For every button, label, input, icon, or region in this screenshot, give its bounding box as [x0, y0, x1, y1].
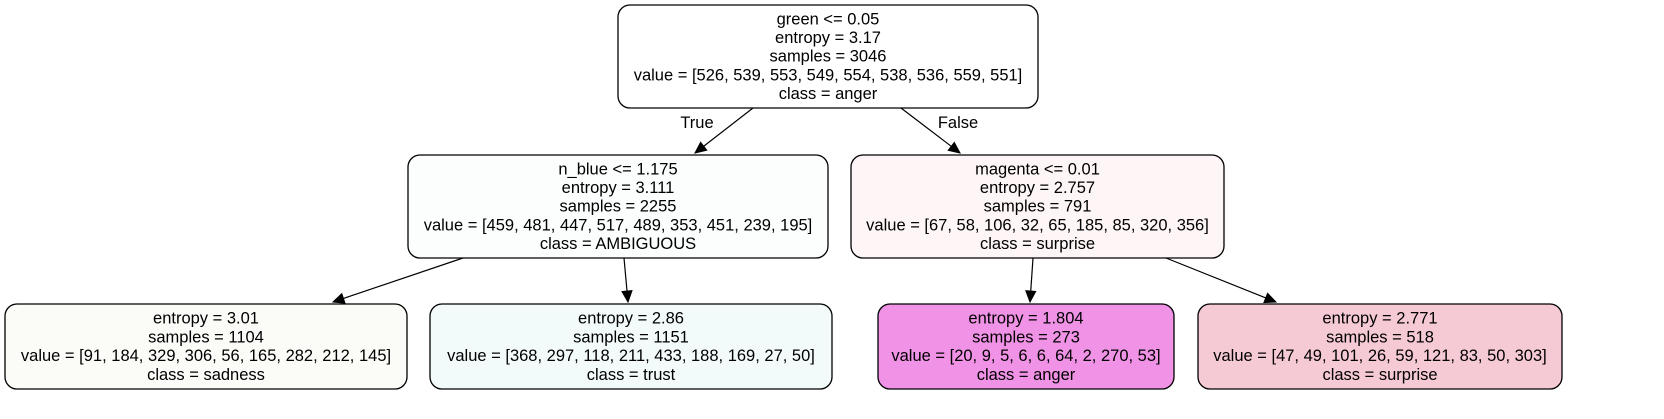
edge-root-n1: True	[680, 107, 754, 154]
node-line: entropy = 3.111	[562, 179, 675, 197]
edge-n1-n4	[621, 257, 633, 304]
arrowhead	[694, 141, 708, 154]
edge-n2-n6	[1165, 257, 1278, 304]
node-line: class = trust	[587, 366, 676, 384]
node-line: entropy = 3.17	[775, 29, 881, 47]
node-line: green <= 0.05	[777, 10, 880, 28]
node-line: entropy = 2.757	[980, 179, 1095, 197]
edge-label-false: False	[938, 114, 978, 132]
node-line: entropy = 2.86	[578, 310, 684, 328]
node-line: samples = 2255	[560, 198, 677, 216]
arrowhead	[621, 290, 633, 304]
arrowhead	[947, 141, 961, 154]
edge-line	[1030, 257, 1034, 292]
node-line: value = [526, 539, 553, 549, 554, 538, 5…	[634, 66, 1023, 84]
node-box	[617, 4, 1039, 109]
node-line: entropy = 1.804	[968, 310, 1083, 328]
node-line: value = [47, 49, 101, 26, 59, 121, 83, 5…	[1213, 347, 1546, 365]
arrowhead	[1263, 292, 1278, 304]
node-line: class = sadness	[147, 366, 265, 384]
edge-line	[703, 107, 754, 147]
arrowhead	[331, 292, 346, 304]
node-line: samples = 1104	[148, 328, 264, 346]
node-line: value = [368, 297, 118, 211, 433, 188, 1…	[447, 347, 815, 365]
node-line: n_blue <= 1.175	[558, 160, 677, 178]
node-box	[877, 303, 1175, 390]
node-box	[850, 154, 1225, 259]
node-line: samples = 3046	[770, 48, 887, 66]
node-line: samples = 1151	[573, 328, 689, 346]
edge-line	[343, 257, 464, 300]
node-line: class = anger	[779, 85, 878, 103]
node-line: entropy = 2.771	[1322, 310, 1437, 328]
edge-line	[623, 257, 628, 292]
edge-line	[1165, 257, 1267, 299]
node-line: entropy = 3.01	[153, 310, 259, 328]
node-line: magenta <= 0.01	[975, 160, 1100, 178]
node-line: samples = 518	[1326, 328, 1434, 346]
edge-root-n2: False	[900, 107, 978, 154]
node-line: value = [20, 9, 5, 6, 6, 64, 2, 270, 53]	[891, 347, 1160, 365]
node-line: samples = 273	[972, 328, 1080, 346]
edge-n1-n3	[331, 257, 464, 304]
node-line: value = [91, 184, 329, 306, 56, 165, 282…	[21, 347, 391, 365]
node-box	[1197, 303, 1563, 390]
node-line: value = [67, 58, 106, 32, 65, 185, 85, 3…	[866, 216, 1209, 234]
node-line: class = surprise	[980, 235, 1095, 253]
arrowhead	[1025, 290, 1037, 304]
node-line: class = surprise	[1322, 366, 1437, 384]
node-box	[429, 303, 833, 390]
node-box	[4, 303, 408, 390]
node-box	[407, 154, 829, 259]
edge-n2-n5	[1025, 257, 1037, 304]
edge-label-true: True	[680, 114, 713, 132]
node-line: class = anger	[977, 366, 1076, 384]
edge-line	[900, 107, 952, 147]
node-line: samples = 791	[984, 198, 1092, 216]
node-line: value = [459, 481, 447, 517, 489, 353, 4…	[424, 216, 813, 234]
node-line: class = AMBIGUOUS	[540, 235, 696, 253]
